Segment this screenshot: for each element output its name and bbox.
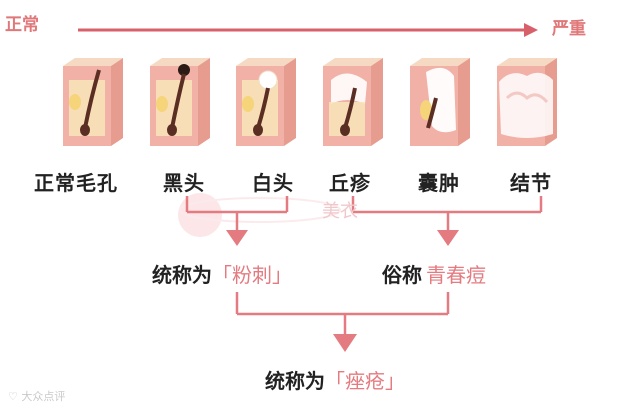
stage-label-normal: 正常毛孔	[34, 171, 118, 195]
group-fenci-term: 「粉刺」	[212, 263, 292, 287]
scale-normal-label: 正常	[5, 15, 39, 35]
pore-illustration-whitehead	[236, 58, 296, 146]
stage-label-nodule: 结节	[510, 171, 552, 195]
stage-label-papule: 丘疹	[329, 171, 371, 195]
severity-arrow	[78, 23, 538, 37]
scale-severe-label: 严重	[552, 19, 586, 39]
group-fenci-prefix: 统称为	[152, 263, 212, 287]
group-label-qingchundou: 俗称青春痘	[382, 259, 486, 288]
arrow-head-qingchundou	[437, 230, 459, 246]
group-final-term: 「痤疮」	[325, 369, 405, 393]
credit-text: 大众点评	[21, 390, 66, 403]
pore-illustration-blackhead	[150, 58, 210, 146]
stage-label-whitehead: 白头	[252, 171, 294, 195]
group-qcd-prefix: 俗称	[382, 263, 422, 287]
credit-watermark: ♡ 大众点评	[8, 388, 65, 404]
group-qcd-term: 青春痘	[426, 263, 486, 287]
connector-fenci	[185, 196, 289, 232]
stage-label-blackhead: 黑头	[163, 171, 205, 195]
group-label-cuochuang: 统称为「痤疮」	[265, 365, 405, 394]
connector-qingchundou	[351, 196, 543, 232]
group-final-prefix: 统称为	[265, 369, 325, 393]
group-label-fenci: 统称为「粉刺」	[152, 259, 292, 288]
watermark-logo	[178, 193, 341, 237]
connector-cuochuang	[235, 292, 450, 336]
pore-illustration-cyst	[410, 58, 470, 146]
pore-illustration-normal	[63, 58, 123, 146]
stage-label-cyst: 囊肿	[418, 171, 460, 195]
arrow-head-cuochuang	[333, 334, 357, 352]
watermark-text: 美衣	[322, 201, 358, 222]
pore-illustration-papule	[323, 58, 383, 146]
credit-icon: ♡	[8, 390, 18, 403]
arrow-head-fenci	[226, 230, 248, 246]
pore-illustration-nodule	[497, 58, 557, 146]
